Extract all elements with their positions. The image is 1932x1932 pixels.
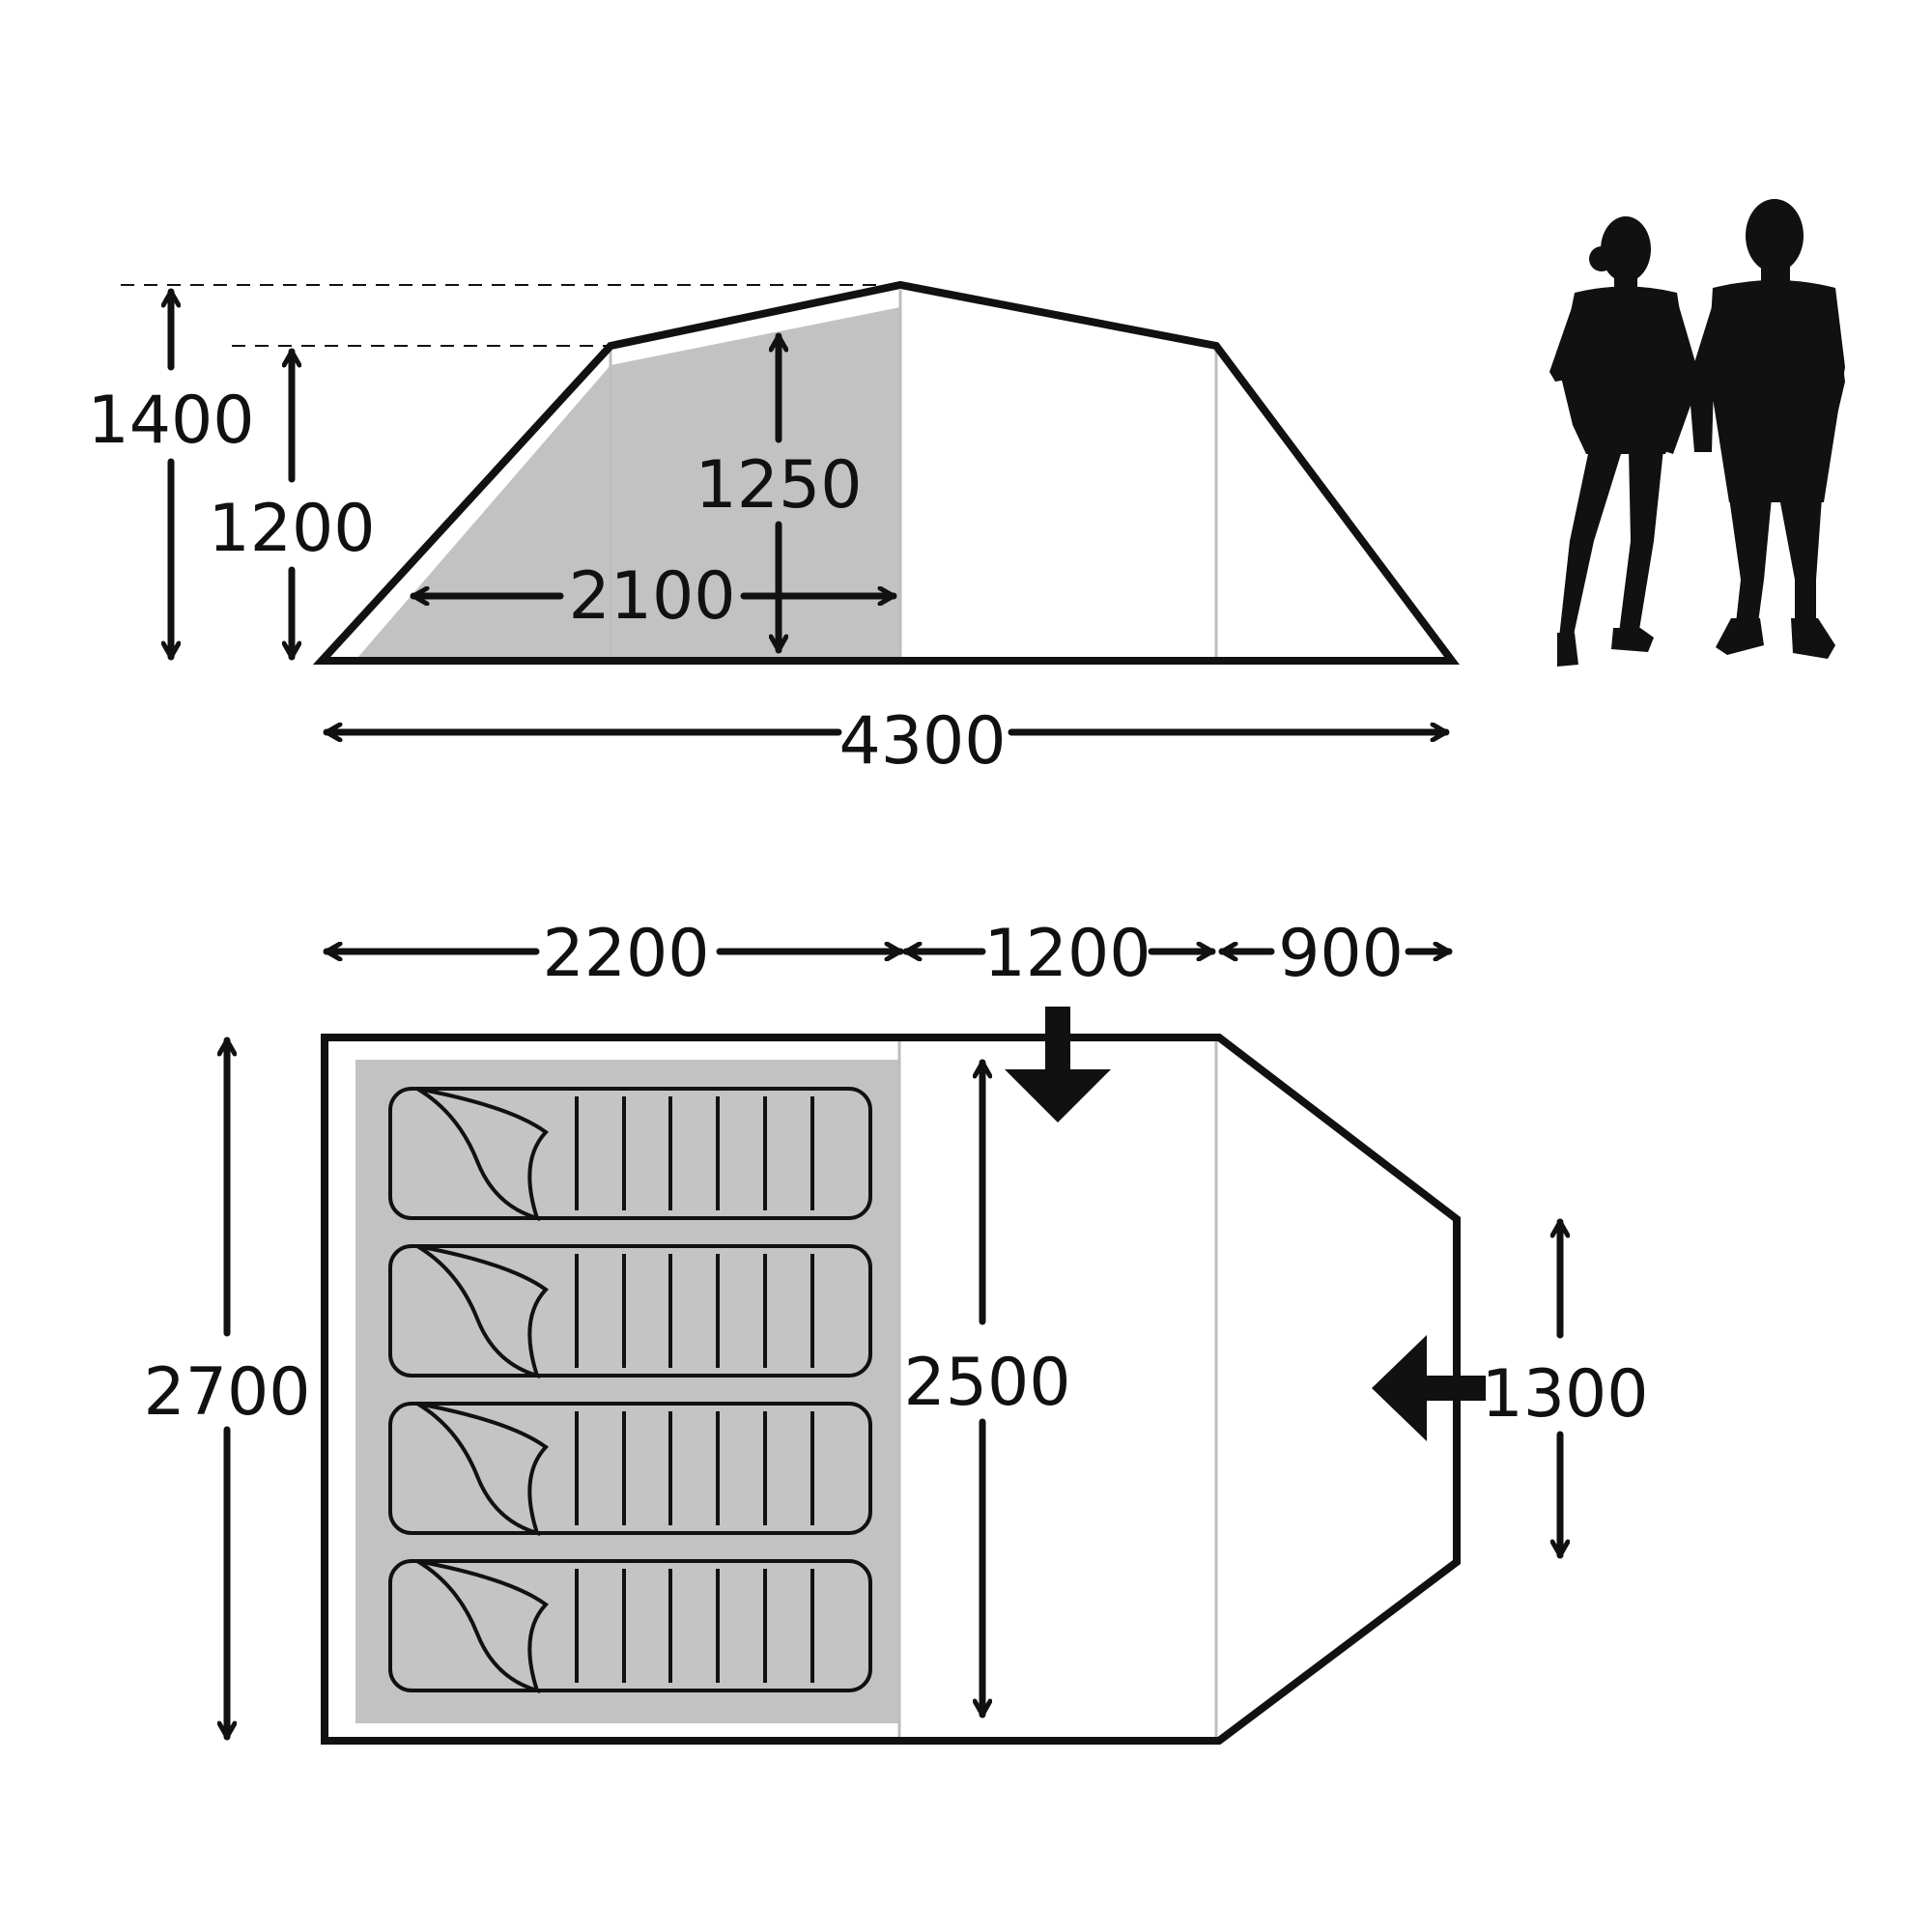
- porch-length-label: 900: [1278, 916, 1404, 992]
- door-arrow-icon: [1005, 1007, 1111, 1122]
- inner-length-label: 2100: [568, 558, 735, 635]
- overall-length-label: 4300: [838, 703, 1006, 780]
- sleeping-bag: [388, 1244, 872, 1378]
- sleeping-bag: [388, 1087, 872, 1221]
- woman-silhouette-icon: [1549, 216, 1700, 667]
- bedroom-length-label: 2200: [542, 916, 709, 992]
- eave-height-label: 1200: [208, 491, 375, 567]
- man-silhouette-icon: [1689, 199, 1845, 659]
- inner-tent-fill: [357, 307, 900, 658]
- porch-width-label: 1300: [1481, 1356, 1648, 1433]
- floor-plan: 2200 1200 900: [143, 916, 1649, 1745]
- inner-width-label: 2500: [903, 1345, 1070, 1421]
- overall-height-label: 1400: [87, 383, 254, 459]
- tent-side-outline: [312, 280, 1460, 665]
- door-arrow-icon: [1372, 1335, 1486, 1441]
- tent-floor-outline: [321, 1034, 1461, 1745]
- sleeping-bag: [388, 1402, 872, 1536]
- sleeping-bag: [388, 1559, 872, 1693]
- overall-width-label: 2700: [143, 1354, 310, 1431]
- side-view: 1400 1200 1250 2100 4300: [87, 280, 1460, 780]
- living-length-label: 1200: [983, 916, 1151, 992]
- inner-height-label: 1250: [695, 447, 862, 524]
